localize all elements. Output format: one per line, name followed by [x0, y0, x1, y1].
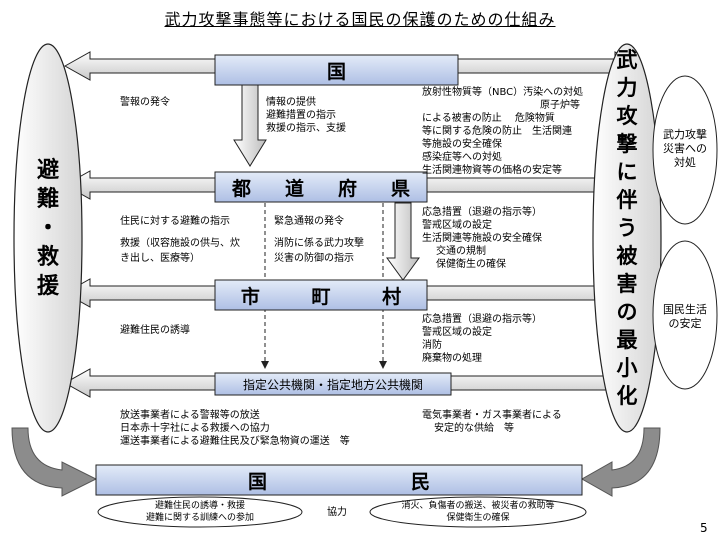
kokumin-center-text: 協力	[327, 507, 347, 518]
oval-livelihood-text: 国民生活の安定	[663, 303, 707, 330]
curve-arrow-right	[580, 427, 661, 497]
left-pillar-oval	[13, 43, 83, 433]
kokumin-left-oval-text: 避難住民の誘導・救援避難に関する訓練への参加	[145, 501, 254, 523]
page-number: 5	[700, 521, 708, 535]
right-pillar-char: 武	[616, 48, 638, 72]
kokumin-right-oval-text: 消火、負傷者の搬送、被災者の救助等保健衛生の確保	[401, 501, 555, 523]
bar-pref-shape	[214, 171, 428, 203]
oval-disaster-text: 武力攻撃災害への対処	[663, 128, 707, 169]
shitei-right-text: 電気事業者・ガス事業者による安定的な供給 等	[422, 410, 562, 434]
bar-kuni: 国	[326, 60, 346, 83]
kuni-mid-text: 情報の提供避難措置の指示救援の指示、支援	[266, 97, 346, 134]
bar-shitei-shape	[214, 372, 452, 396]
right-pillar-char: の	[616, 300, 638, 324]
bar-shichoson: 市町村	[240, 285, 402, 308]
pref-left-text: 住民に対する避難の指示救援（収容施設の供与、炊き出し、医療等）	[120, 216, 240, 264]
down-arrow-pref-to-city	[386, 202, 420, 281]
left-pillar-char: 援	[36, 274, 59, 299]
right-pillar-char: に	[616, 160, 638, 184]
pref-mid-text: 緊急通報の発令消防に係る武力攻撃災害の防御の指示	[274, 216, 364, 264]
curve-arrow-left	[11, 427, 98, 497]
right-pillar-char: 害	[616, 272, 638, 296]
oval-kokumin-left	[97, 496, 303, 528]
left-pillar-char: 避	[36, 158, 59, 183]
left-pillar-char: 難	[36, 187, 59, 212]
city-right-text: 応急措置（退避の指示等）警戒区域の設定消防廃棄物の処理	[422, 314, 542, 364]
right-pillar-char: 被	[616, 244, 638, 268]
page-title: 武力攻撃事態等における国民の保護のための仕組み	[164, 10, 556, 29]
right-pillar-char: 小	[616, 356, 638, 380]
right-pillar-char: 撃	[616, 132, 638, 156]
bar-todofuken: 都道府県	[231, 177, 410, 200]
oval-livelihood	[652, 240, 718, 390]
right-pillar-char: 最	[616, 328, 638, 352]
pref-right-text: 応急措置（退避の指示等）警戒区域の設定生活関連等施設の安全確保 交通の規制保健衛…	[422, 207, 542, 270]
right-pillar-char: 化	[616, 384, 638, 408]
bar-kokumin-shape	[95, 464, 583, 496]
left-pillar-char: ・	[36, 216, 59, 241]
shitei-left-text: 放送事業者による警報等の放送日本赤十字社による救援への協力運送事業者による避難住…	[120, 410, 350, 447]
right-pillar-char: 伴	[616, 188, 638, 212]
right-pillar-oval	[592, 43, 662, 433]
kuni-left-text: 警報の発令	[120, 97, 170, 108]
city-left-text: 避難住民の誘導	[120, 325, 190, 336]
right-pillar-text: 武力攻撃に伴う被害の最小化	[613, 46, 641, 410]
left-pillar-char: 救	[36, 245, 59, 270]
bar-kuni-shape	[214, 54, 459, 86]
kuni-right-text: 放射性物質等（NBC）汚染への対処 原子炉等 による被害の防止 危険物質 等に関…	[422, 87, 584, 176]
right-pillar-char: う	[616, 216, 638, 240]
oval-disaster	[652, 75, 718, 225]
right-pillar-char: 力	[616, 76, 638, 100]
left-pillar-text: 避難・救援	[34, 156, 62, 301]
bar-shitei: 指定公共機関・指定地方公共機関	[242, 377, 423, 392]
right-pillar-char: 攻	[616, 104, 638, 128]
oval-kokumin-right	[369, 496, 587, 528]
bar-kokumin: 国民	[247, 470, 430, 493]
bar-city-shape	[214, 279, 428, 311]
down-arrow-kuni-to-pref	[233, 81, 267, 167]
